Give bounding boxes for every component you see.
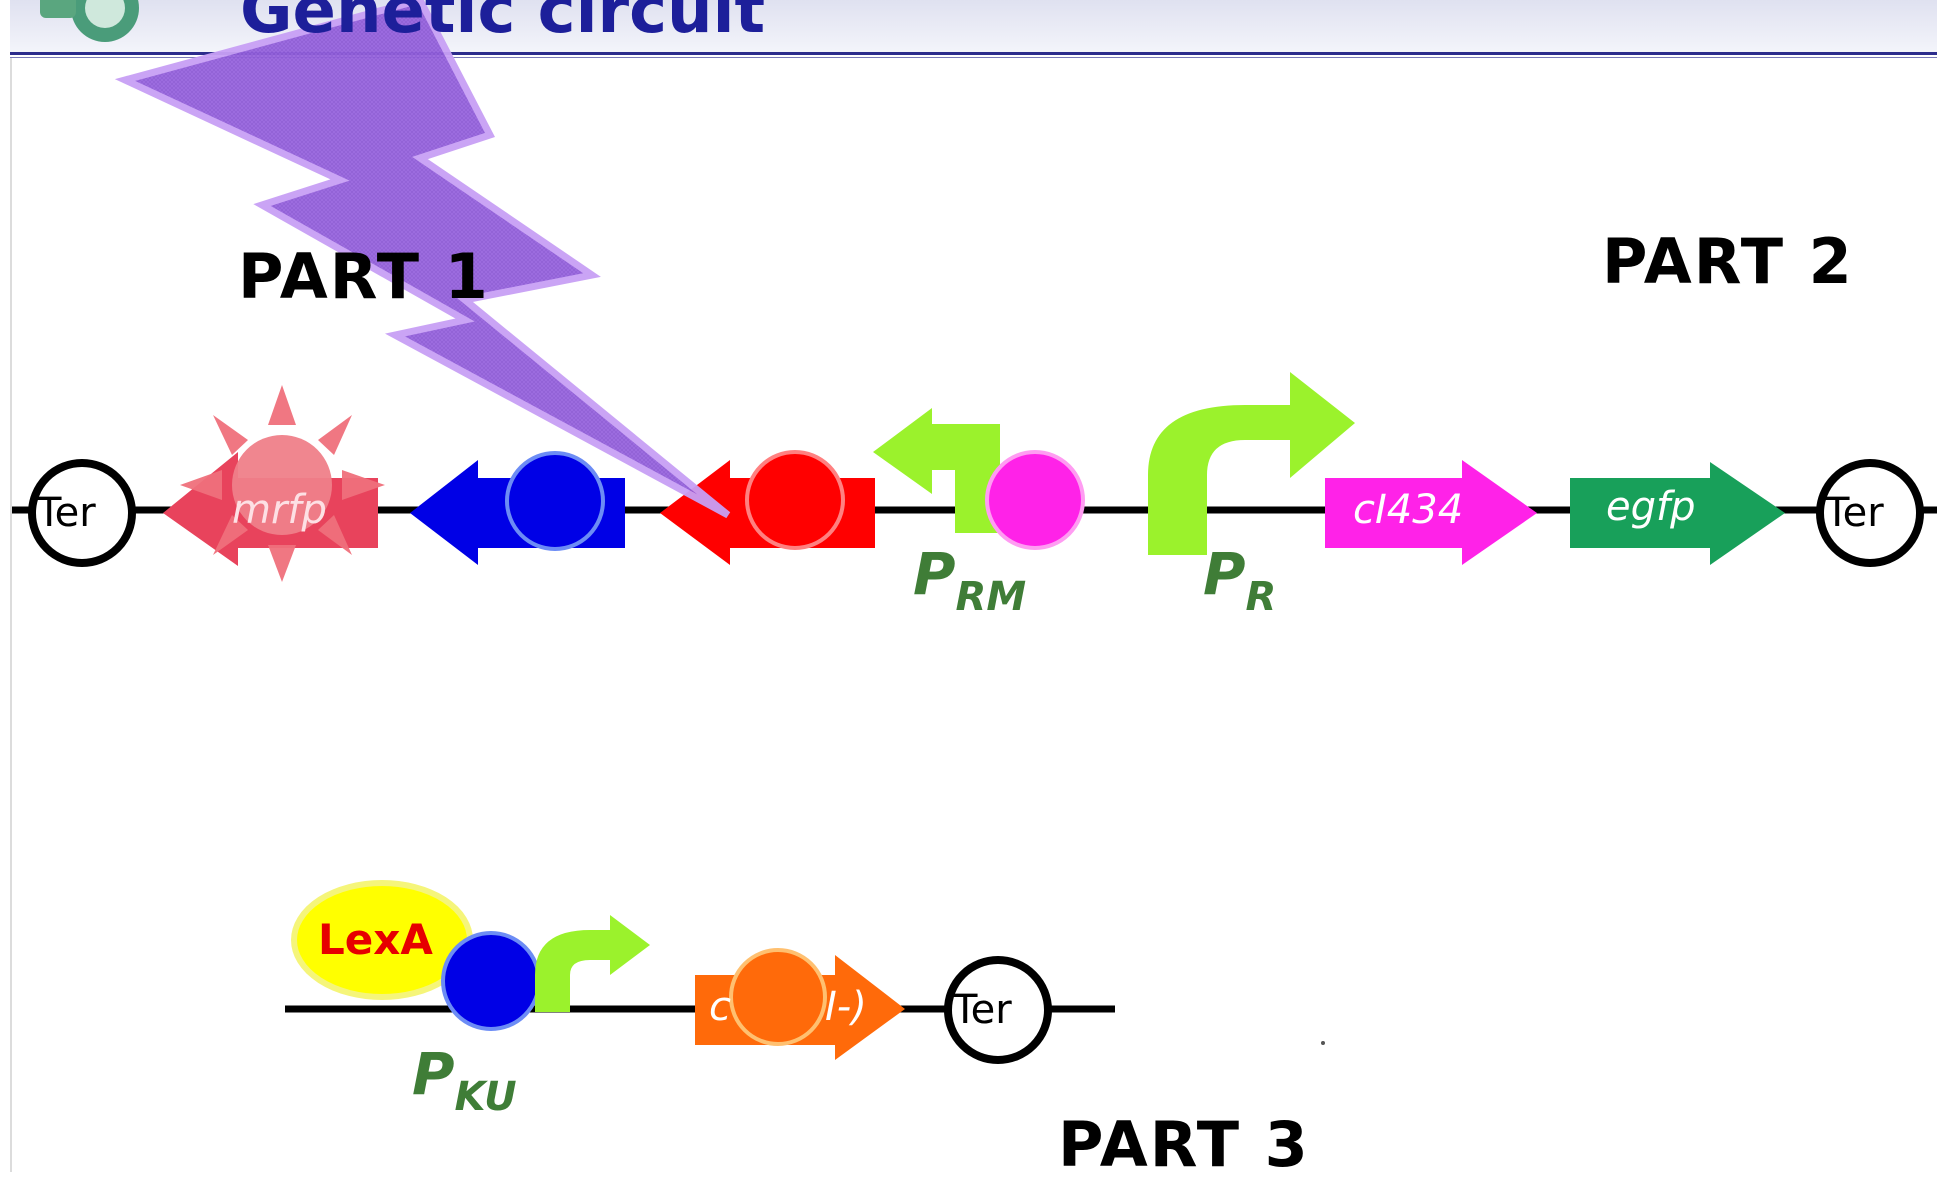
pr-promoter-label: PR: [1203, 540, 1277, 620]
pku-promoter-label: PKU: [412, 1040, 517, 1120]
promoter-arrow-icon-small: [535, 915, 650, 1012]
blue-protein-circle-icon: [505, 451, 605, 551]
part3-label: PART 3: [1058, 1108, 1310, 1181]
uv-lightning-icon: [114, 0, 731, 519]
blue-protein-circle-icon-row2: [441, 931, 541, 1031]
prm-promoter-label: PRM: [913, 540, 1027, 620]
orange-gene-label-suffix: I-): [825, 984, 867, 1030]
orange-gene-label-prefix: c: [709, 984, 731, 1030]
sun-burst-icon: [180, 385, 385, 582]
header-divider-thin: [10, 57, 1937, 58]
terminator-icon-right: [1816, 459, 1924, 567]
promoter-arrow-icon-large: [1148, 372, 1355, 555]
page-title: Genetic circuit: [240, 0, 766, 48]
magenta-protein-circle-icon: [985, 450, 1085, 550]
terminator-icon-row2: [944, 956, 1052, 1064]
mrfp-label: mrfp: [232, 487, 327, 533]
promoter-arrow-icon: [873, 408, 1000, 533]
stray-dot: [1321, 1041, 1325, 1045]
lexa-label: LexA: [318, 915, 433, 964]
ci434-gene-arrow: [1325, 460, 1537, 565]
header-divider: [10, 52, 1937, 55]
terminator-icon: [28, 459, 136, 567]
slide-left-border: [10, 58, 12, 1172]
terminator-label: Ter: [37, 490, 96, 536]
terminator-label-right: Ter: [1825, 490, 1884, 536]
red-protein-circle-icon: [745, 450, 845, 550]
ci434-label: cI434: [1353, 487, 1464, 533]
terminator-label-row2: Ter: [953, 987, 1012, 1033]
app-logo-icon: [40, 0, 139, 42]
egfp-label: egfp: [1606, 484, 1696, 530]
part2-label: PART 2: [1602, 225, 1854, 298]
orange-protein-circle-icon: [729, 948, 827, 1046]
part1-label: PART 1: [238, 240, 490, 313]
egfp-gene-arrow: [1570, 462, 1785, 565]
